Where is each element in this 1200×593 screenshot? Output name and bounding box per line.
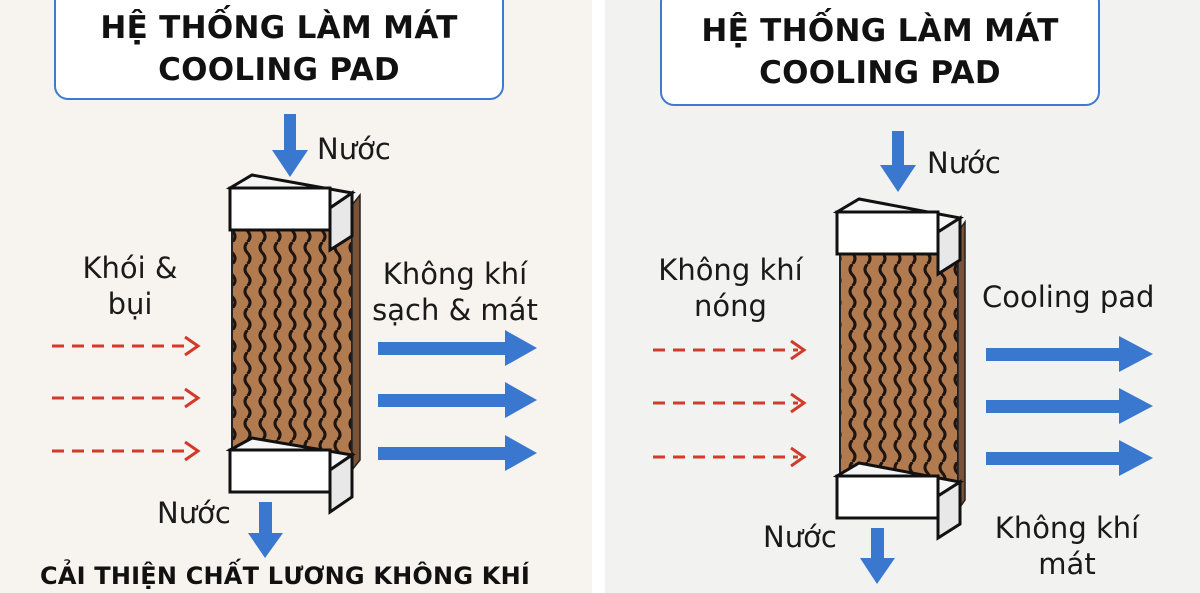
bottom-air-label: Không khí mát bbox=[987, 510, 1147, 582]
outlet-arrow-3 bbox=[986, 440, 1153, 476]
inlet-air-label: Khói & bụi bbox=[70, 250, 190, 322]
water-outlet-arrow bbox=[248, 502, 283, 558]
inlet-air-label-line-2: bụi bbox=[107, 287, 153, 321]
cooling-pad bbox=[832, 197, 966, 541]
left-diagram bbox=[52, 114, 537, 558]
title-box: HỆ THỐNG LÀM MÁT COOLING PAD bbox=[54, 0, 504, 100]
bottom-caption: CẢI THIỆN CHẤT LƯƠNG KHÔNG KHÍ bbox=[40, 562, 530, 590]
inlet-arrow-3 bbox=[52, 440, 201, 462]
water-inlet-arrow bbox=[272, 114, 308, 177]
water-inlet-label: Nước bbox=[317, 132, 391, 166]
right-diagram bbox=[653, 131, 1153, 584]
water-inlet-label: Nước bbox=[927, 146, 1001, 180]
outlet-arrow-2 bbox=[378, 382, 537, 418]
inlet-air-label-line-2: nóng bbox=[694, 289, 767, 323]
outlet-arrow-1 bbox=[378, 330, 537, 366]
water-outlet-label: Nước bbox=[763, 520, 837, 554]
inlet-air-arrows bbox=[653, 339, 807, 468]
pad-bottom-cap bbox=[225, 436, 356, 515]
outlet-air-label: Không khí sạch & mát bbox=[370, 256, 540, 328]
water-outlet-label: Nước bbox=[157, 496, 231, 530]
outlet-arrow-1 bbox=[986, 336, 1153, 372]
cooling-pad bbox=[225, 173, 361, 515]
title-line-1: HỆ THỐNG LÀM MÁT bbox=[100, 10, 458, 46]
inlet-air-label: Không khí nóng bbox=[643, 252, 818, 324]
inlet-air-label-line-1: Khói & bbox=[82, 251, 178, 285]
outlet-arrow-2 bbox=[986, 388, 1153, 424]
inlet-arrow-1 bbox=[653, 339, 807, 361]
pad-top-cap bbox=[225, 173, 356, 253]
pad-bottom-cap bbox=[832, 461, 965, 541]
right-panel: HỆ THỐNG LÀM MÁT COOLING PAD Nước Không … bbox=[605, 0, 1200, 593]
title-box: HỆ THỐNG LÀM MÁT COOLING PAD bbox=[660, 0, 1100, 106]
outlet-arrow-3 bbox=[378, 435, 537, 471]
title-line-2: COOLING PAD bbox=[759, 55, 1001, 91]
bottom-air-label-line-2: mát bbox=[1038, 547, 1096, 581]
water-inlet-arrow bbox=[880, 131, 916, 192]
title-line-1: HỆ THỐNG LÀM MÁT bbox=[701, 13, 1059, 49]
water-outlet-arrow bbox=[860, 528, 895, 584]
outlet-air-arrows bbox=[986, 336, 1153, 476]
inlet-air-arrows bbox=[52, 335, 201, 462]
inlet-arrow-2 bbox=[653, 392, 807, 414]
pad-top-cap bbox=[832, 197, 965, 277]
left-panel: HỆ THỐNG LÀM MÁT COOLING PAD Nước Khói &… bbox=[0, 0, 592, 593]
inlet-arrow-3 bbox=[653, 446, 807, 468]
outlet-label: Cooling pad bbox=[982, 280, 1155, 314]
outlet-air-label-line-1: Không khí bbox=[382, 257, 528, 291]
outlet-air-arrows bbox=[378, 330, 537, 471]
inlet-arrow-2 bbox=[52, 387, 201, 409]
bottom-air-label-line-1: Không khí bbox=[994, 511, 1140, 545]
title-line-2: COOLING PAD bbox=[158, 52, 400, 88]
inlet-arrow-1 bbox=[52, 335, 201, 357]
inlet-air-label-line-1: Không khí bbox=[658, 253, 803, 287]
outlet-air-label-line-2: sạch & mát bbox=[372, 293, 538, 327]
